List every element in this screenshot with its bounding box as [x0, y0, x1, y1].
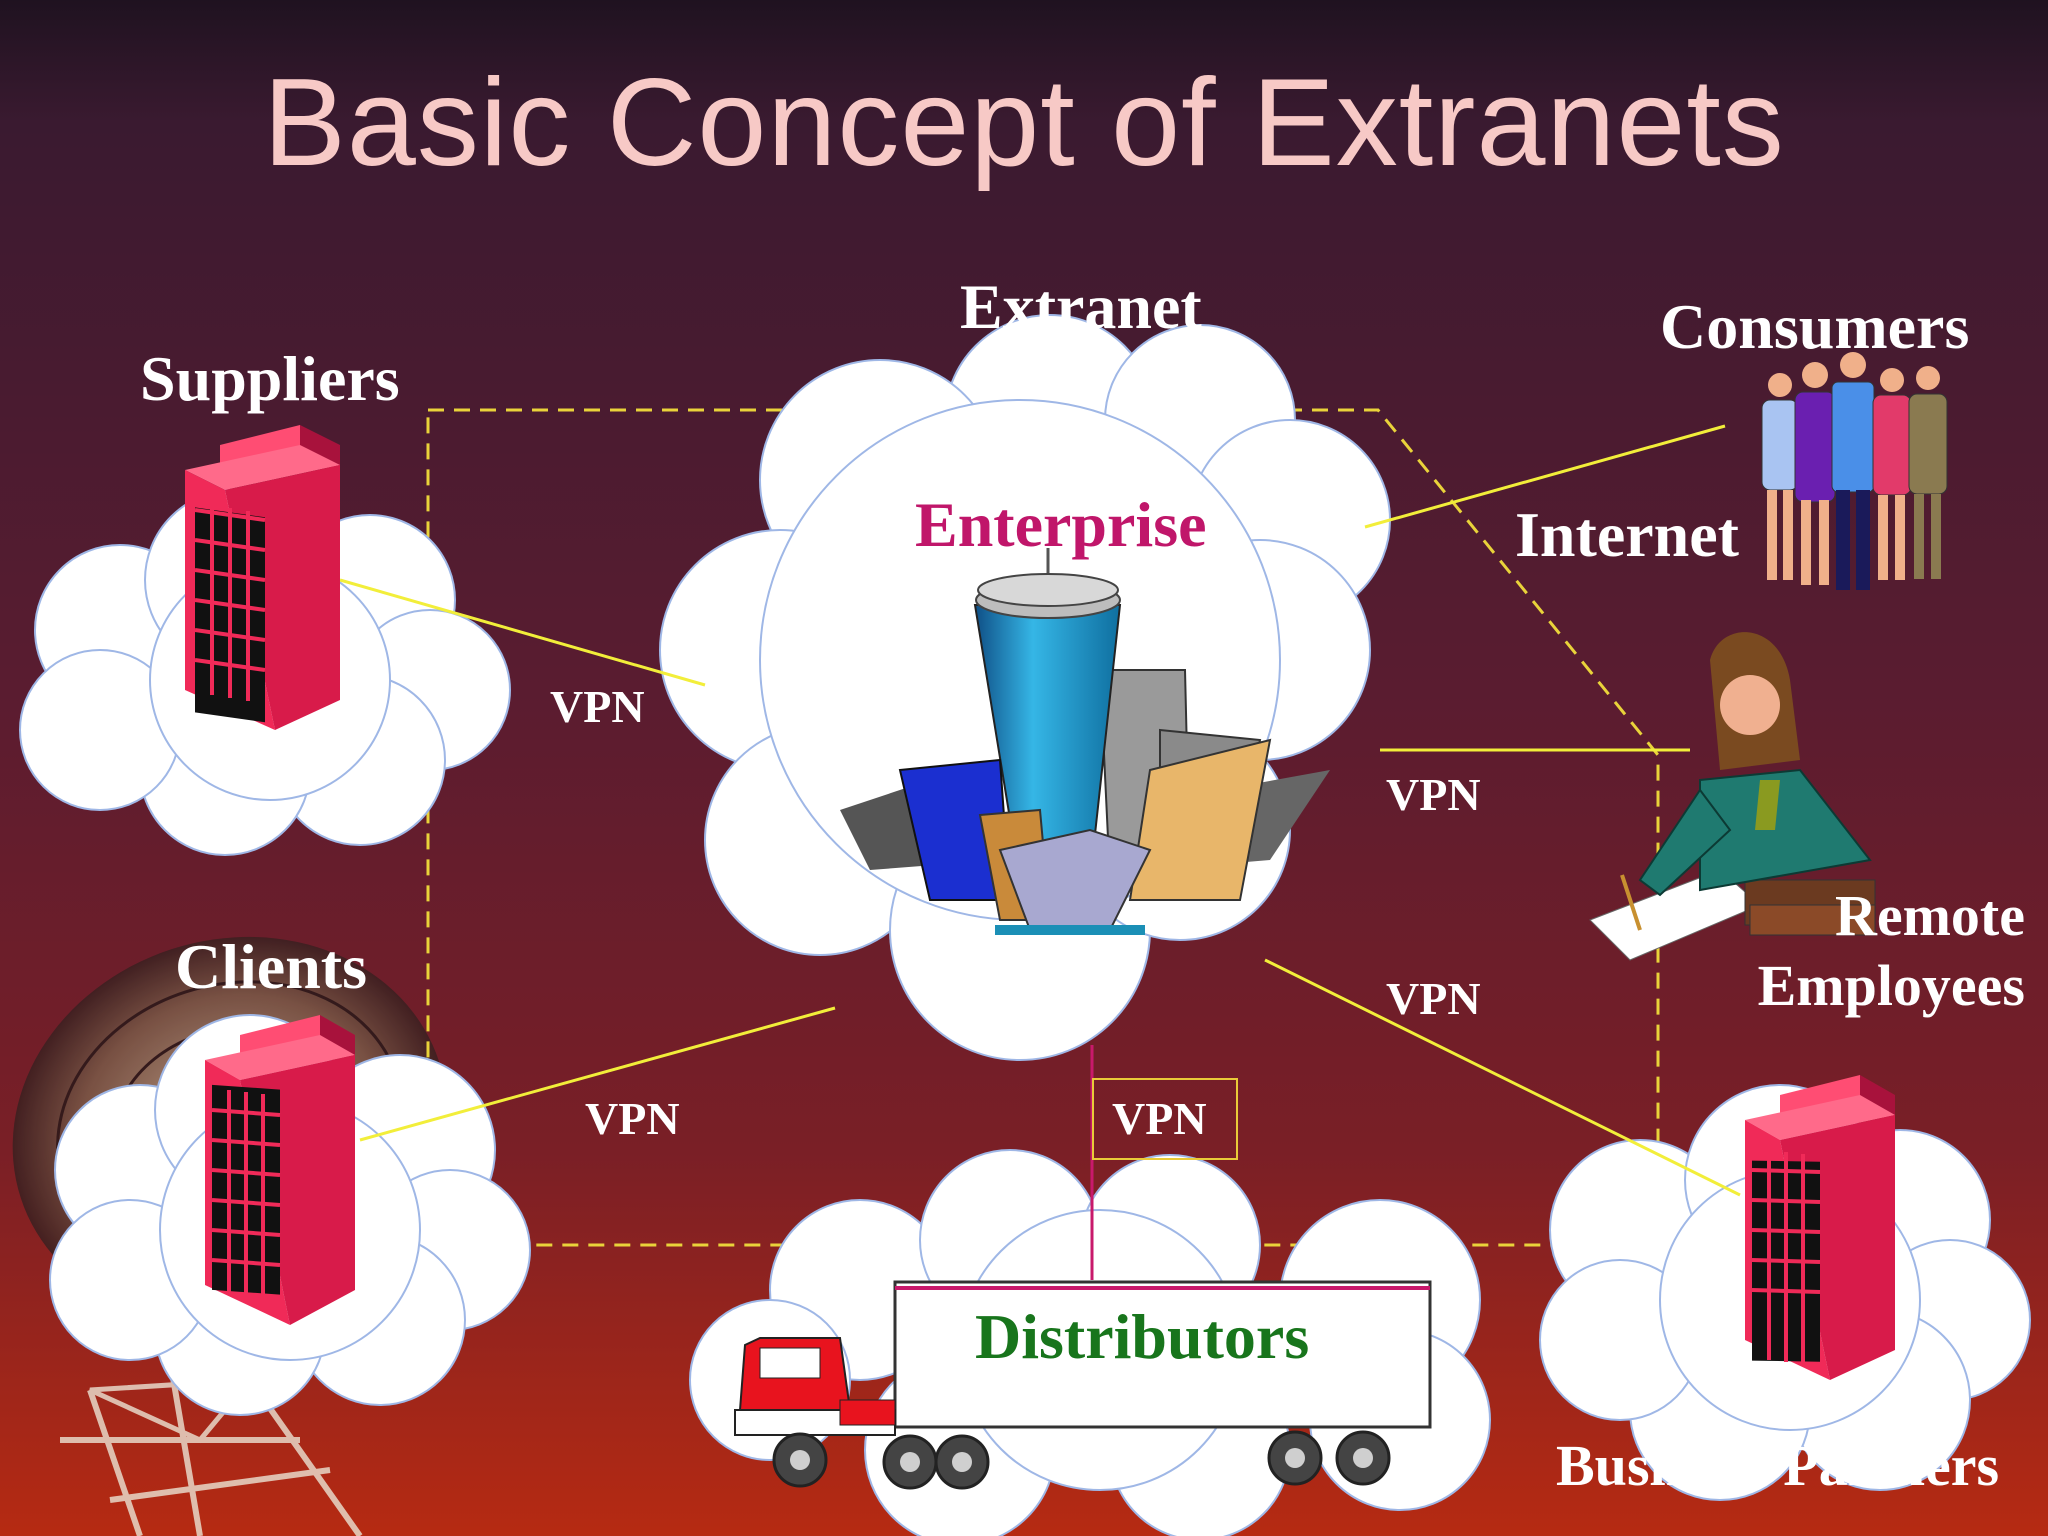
distributors-label: Distributors	[975, 1301, 1310, 1372]
slide-title: Basic Concept of Extranets	[263, 54, 1785, 192]
distributors-vpn-box	[1092, 1078, 1238, 1160]
consumer-person	[1872, 368, 1912, 580]
consumers-label: Consumers	[1660, 291, 1970, 362]
woman-writing-icon	[1589, 632, 1876, 961]
distributors-vpn-label: VPN	[1112, 1093, 1207, 1144]
remote-employees-vpn-label: VPN	[1386, 769, 1481, 820]
suppliers-building-icon	[185, 425, 340, 730]
consumer-person	[1794, 362, 1836, 585]
clients-label: Clients	[175, 931, 367, 1002]
consumer-person	[1831, 352, 1875, 590]
remote-employees-label-line2: Employees	[1757, 953, 2025, 1018]
business-partners-label: Business Partners	[1556, 1433, 2000, 1498]
consumers-link-line	[1364, 424, 1726, 529]
clients-vpn-label: VPN	[585, 1093, 680, 1144]
suppliers-vpn-label: VPN	[550, 681, 645, 732]
city-skyscrapers-icon	[840, 548, 1330, 935]
suppliers-link-line	[339, 578, 706, 687]
people-group-icon	[1761, 352, 1948, 590]
remote-employees-label-line1: Remote	[1834, 883, 2025, 948]
business-partners-building-icon	[1745, 1075, 1895, 1380]
business-partners-vpn-label: VPN	[1386, 973, 1481, 1024]
connector-lines	[339, 424, 1741, 1197]
extranet-label: Extranet	[960, 271, 1202, 342]
suppliers-label: Suppliers	[140, 343, 400, 414]
clients-link-line	[359, 1006, 836, 1142]
business-partners-link-line	[1264, 958, 1741, 1197]
enterprise-label: Enterprise	[915, 489, 1207, 560]
consumer-person	[1908, 366, 1948, 579]
delivery-truck-icon	[734, 1280, 1432, 1490]
clients-building-icon	[205, 1015, 355, 1325]
internet-label: Internet	[1515, 499, 1739, 570]
